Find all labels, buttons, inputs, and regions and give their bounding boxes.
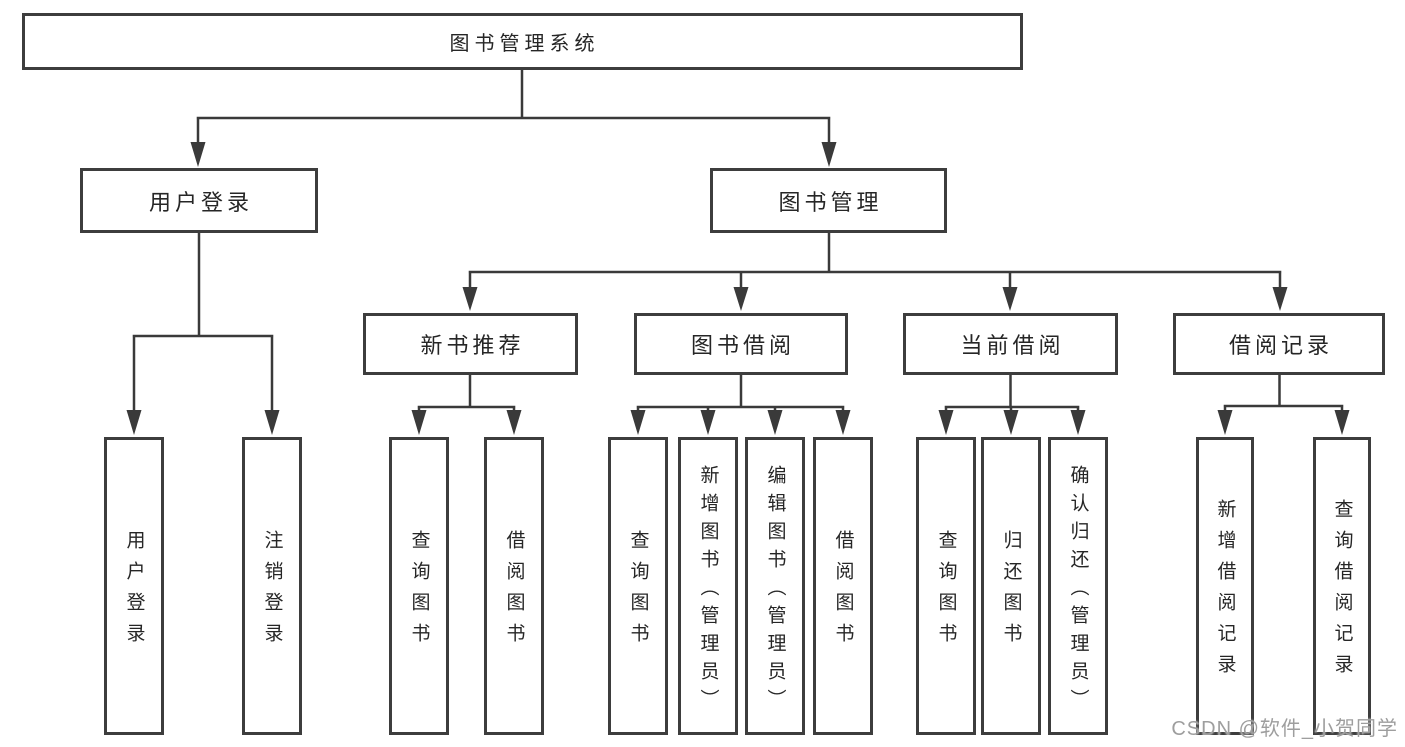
node-label: 查询借阅记录	[1331, 499, 1353, 685]
node-label: 新增借阅记录	[1214, 499, 1236, 685]
node-borrowing-records: 借阅记录	[1173, 313, 1385, 375]
tree-edges	[132, 70, 1344, 413]
node-label: 借阅记录	[1228, 333, 1333, 358]
node-label: 查询图书	[627, 530, 649, 654]
leaf-borrow-books: 借阅图书	[484, 437, 544, 735]
leaf-confirm-return-admin: 确认归还（管理员）	[1048, 437, 1108, 735]
node-label: 用户登录	[123, 530, 145, 654]
leaf-logout: 注销登录	[242, 437, 302, 735]
node-label: 图书管理系统	[449, 33, 600, 55]
node-new-book-recommend: 新书推荐	[363, 313, 578, 375]
node-label: 图书借阅	[690, 333, 795, 358]
leaf-add-book-admin: 新增图书（管理员）	[678, 437, 738, 735]
leaf-search-books: 查询图书	[608, 437, 668, 735]
node-label: 归还图书	[1000, 530, 1022, 654]
leaf-return-books: 归还图书	[981, 437, 1041, 735]
leaf-search-books: 查询图书	[389, 437, 449, 735]
node-label: 当前借阅	[960, 333, 1065, 358]
csdn-watermark: CSDN @软件_小贺同学	[1171, 718, 1398, 740]
node-label: 借阅图书	[832, 530, 854, 654]
leaf-user-login: 用户登录	[104, 437, 164, 735]
node-label: 确认归还（管理员）	[1067, 464, 1089, 717]
node-label: 编辑图书（管理员）	[764, 464, 786, 717]
node-user-login: 用户登录	[80, 168, 318, 233]
leaf-search-books: 查询图书	[916, 437, 976, 735]
leaf-borrow-books: 借阅图书	[813, 437, 873, 735]
node-book-borrowing: 图书借阅	[634, 313, 848, 375]
leaf-add-borrow-record: 新增借阅记录	[1196, 437, 1254, 735]
node-label: 注销登录	[261, 530, 283, 654]
node-label: 借阅图书	[503, 530, 525, 654]
node-label: 新书推荐	[420, 333, 525, 358]
node-library-system: 图书管理系统	[22, 13, 1023, 70]
leaf-search-borrow-record: 查询借阅记录	[1313, 437, 1371, 735]
node-current-borrowing: 当前借阅	[903, 313, 1118, 375]
node-label: 图书管理	[778, 189, 883, 215]
node-label: 查询图书	[935, 530, 957, 654]
leaf-edit-book-admin: 编辑图书（管理员）	[745, 437, 805, 735]
node-book-management: 图书管理	[710, 168, 947, 233]
node-label: 新增图书（管理员）	[697, 464, 719, 717]
arrowheads	[126, 142, 1350, 435]
node-label: 用户登录	[148, 189, 253, 215]
node-label: 查询图书	[408, 530, 430, 654]
